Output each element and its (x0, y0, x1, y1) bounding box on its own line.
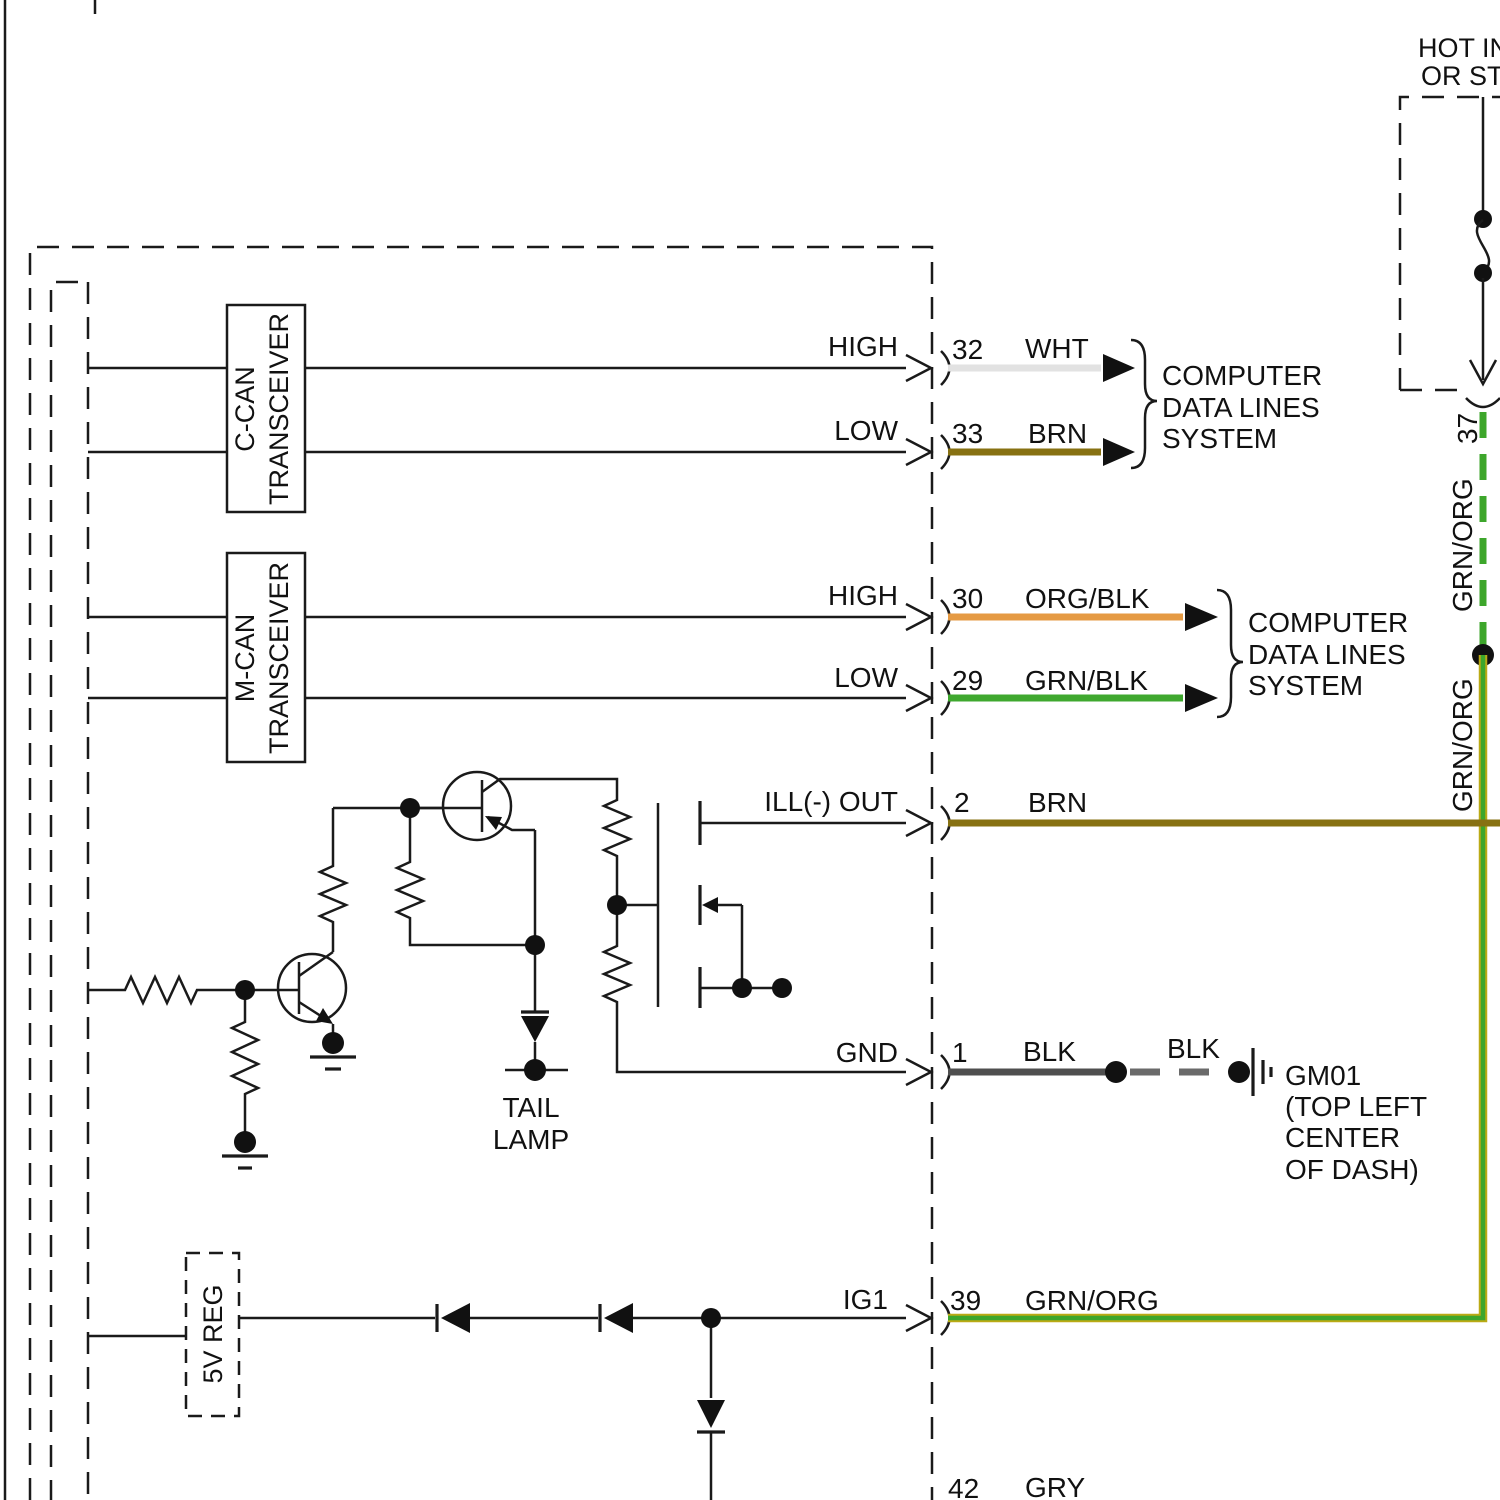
signal-low-ccan: LOW (834, 415, 898, 446)
tail-lamp-label-line2: LAMP (493, 1124, 569, 1155)
m-can-transceiver-box (225, 551, 307, 764)
resistor (229, 990, 261, 1132)
wire-color: BLK (1167, 1033, 1220, 1064)
diode (521, 1016, 549, 1042)
signal-ig1: IG1 (843, 1284, 888, 1315)
data-line-arrow (1185, 684, 1218, 712)
m-can-label-line1: M-CAN (230, 614, 260, 703)
brace (1130, 338, 1158, 470)
resistor (600, 905, 906, 1074)
diode (604, 1303, 633, 1333)
resistor (481, 777, 634, 902)
pin-number: 32 (952, 334, 983, 365)
can-wires (88, 366, 906, 700)
pin-number: 1 (952, 1037, 968, 1068)
c-can-label-line2: TRANSCEIVER (264, 313, 294, 505)
wire-color: ORG/BLK (1025, 583, 1150, 614)
ig1-branch (88, 1304, 906, 1500)
splice-dot (1105, 1061, 1127, 1083)
header-line2: OR START (1421, 61, 1500, 91)
5v-regulator-label: 5V REG (198, 1284, 228, 1383)
circuit-junctions-and-symbols (222, 798, 792, 1170)
m-can-label-line2: TRANSCEIVER (264, 562, 294, 754)
signal-low-mcan: LOW (834, 662, 898, 693)
q2-emitter-arrow (485, 816, 502, 830)
5v-regulator-box (184, 1251, 241, 1418)
inner-boundary-a (49, 280, 78, 1500)
q1-emitter-arrow (316, 1008, 333, 1024)
grn-org-wire (948, 655, 1486, 1321)
tail-lamp-label-line1: TAIL (502, 1092, 559, 1123)
brace (1216, 588, 1244, 719)
wire-color: GRY (1025, 1472, 1085, 1500)
ground-id: GM01 (1285, 1060, 1361, 1091)
dest-line: SYSTEM (1162, 423, 1277, 454)
pin-number: 39 (950, 1285, 981, 1316)
dest-line: DATA LINES (1248, 639, 1406, 670)
ground-label: GM01 (TOP LEFT CENTER OF DASH) (1285, 1060, 1427, 1185)
header: HOT IN ON OR START (1418, 33, 1500, 91)
resistor (88, 974, 242, 1006)
resistor (393, 808, 535, 947)
ground-loc: OF DASH) (1285, 1154, 1419, 1185)
grn-org-rotated-label-2: GRN/ORG (1447, 678, 1478, 812)
fuse-box-boundary (1398, 95, 1500, 390)
pin37-terminal (1465, 397, 1500, 409)
transistor-q1 (276, 952, 348, 1024)
dest-line: SYSTEM (1248, 670, 1363, 701)
illumination-driver-circuit (88, 770, 906, 1132)
data-line-arrow (1103, 354, 1135, 382)
dest-line: DATA LINES (1162, 392, 1320, 423)
dest-line: COMPUTER (1248, 607, 1408, 638)
wire-color: BLK (1023, 1036, 1076, 1067)
wire-color: WHT (1025, 333, 1089, 364)
data-line-arrow (1103, 438, 1135, 466)
pin37-number: 37 (1452, 413, 1483, 444)
pin-number: 30 (952, 583, 983, 614)
signal-ill-out: ILL(-) OUT (764, 786, 898, 817)
down-arrow (1468, 359, 1498, 387)
pin-number: 2 (954, 787, 970, 818)
diode (697, 1400, 725, 1428)
wire-color: GRN/ORG (1025, 1285, 1159, 1316)
signal-gnd: GND (836, 1037, 898, 1068)
pin-number: 33 (952, 418, 983, 449)
resistor (316, 808, 350, 952)
computer-data-lines-1: COMPUTER DATA LINES SYSTEM (1162, 360, 1322, 454)
chassis-ground-symbol (1251, 1048, 1273, 1096)
c-can-transceiver-box (225, 303, 307, 514)
ground-loc: CENTER (1285, 1122, 1400, 1153)
connector-terminals (905, 350, 951, 1336)
control-module-boundary (28, 245, 934, 1500)
computer-data-lines-2: COMPUTER DATA LINES SYSTEM (1248, 607, 1408, 701)
dest-line: COMPUTER (1162, 360, 1322, 391)
wire-color: BRN (1028, 787, 1087, 818)
hot-feed (1398, 95, 1500, 409)
data-line-arrow (1185, 603, 1218, 631)
pin-number: 29 (952, 665, 983, 696)
header-line1: HOT IN ON (1418, 33, 1500, 63)
grn-org-rotated-label-1: GRN/ORG (1447, 478, 1478, 612)
pin-number: 42 (948, 1473, 979, 1500)
transistor-q2 (441, 770, 513, 842)
signal-high-mcan: HIGH (828, 580, 898, 611)
diode (441, 1303, 470, 1333)
ground-loc: (TOP LEFT (1285, 1091, 1427, 1122)
mosfet-body-arrow (702, 897, 718, 913)
grn-org-wire-edge (948, 655, 1488, 1323)
wire-color: GRN/BLK (1025, 665, 1148, 696)
wire-color: BRN (1028, 418, 1087, 449)
c-can-label-line1: C-CAN (230, 366, 260, 452)
splice-dot (1228, 1061, 1250, 1083)
signal-high-ccan: HIGH (828, 331, 898, 362)
